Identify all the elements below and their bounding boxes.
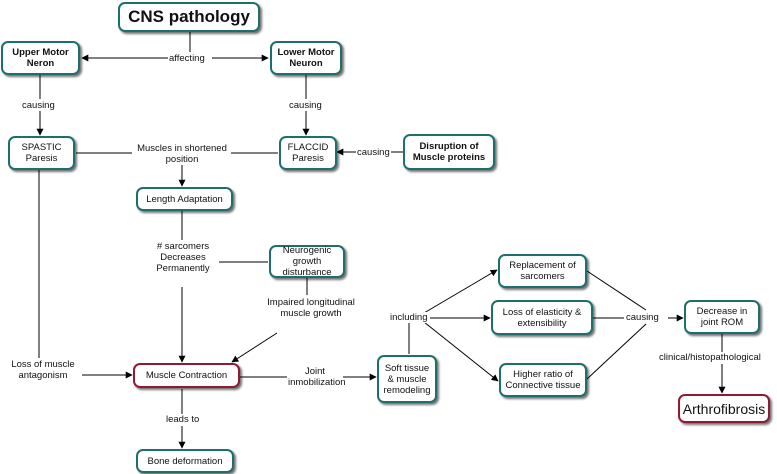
- node-length-adaptation[interactable]: Length Adaptation: [136, 187, 233, 211]
- label-loss-antagonism: Loss of muscle antagonism: [4, 359, 82, 381]
- label-causing-lmn: causing: [288, 100, 323, 111]
- label-sarcomers-decrease: # sarcomers Decreases Permanently: [147, 241, 219, 274]
- node-arthrofibrosis[interactable]: Arthrofibrosis: [678, 394, 770, 423]
- node-neurogenic-growth[interactable]: Neurogenic growth disturbance: [269, 245, 345, 278]
- node-replacement-sarcomers[interactable]: Replacement of sarcomers: [498, 254, 587, 288]
- edge-including-connective: [423, 321, 499, 382]
- label-impaired-growth: Impaired longitudinal muscle growth: [264, 297, 358, 319]
- node-cns-pathology[interactable]: CNS pathology: [118, 2, 260, 32]
- label-including: including: [389, 312, 429, 323]
- edge-impaired-contraction: [231, 332, 278, 363]
- label-clinical-histopathological: clinical/histopathological: [658, 352, 762, 363]
- label-causing-rom: causing: [625, 312, 660, 323]
- edge-replacement-causing: [586, 270, 647, 311]
- label-leads-to: leads to: [165, 414, 201, 425]
- edge-including-replacement: [423, 269, 498, 314]
- edge-connective-causing: [586, 323, 647, 380]
- node-spastic-paresis[interactable]: SPASTIC Paresis: [8, 136, 75, 170]
- node-flaccid-paresis[interactable]: FLACCID Paresis: [279, 136, 337, 170]
- node-lower-motor-neuron[interactable]: Lower Motor Neuron: [270, 41, 342, 75]
- label-muscles-shortened: Muscles in shortened position: [133, 143, 231, 165]
- label-joint-inmobilization: Joint inmobilization: [287, 366, 346, 388]
- label-affecting: affecting: [168, 53, 206, 64]
- node-higher-connective[interactable]: Higher ratio of Connective tissue: [499, 363, 587, 397]
- node-bone-deformation[interactable]: Bone deformation: [136, 449, 234, 473]
- node-soft-tissue-remodeling[interactable]: Soft tissue & muscle remodeling: [377, 355, 437, 403]
- node-decrease-joint-rom[interactable]: Decrease in joint ROM: [684, 300, 760, 334]
- node-disruption-muscle-proteins[interactable]: Disruption of Muscle proteins: [403, 134, 495, 170]
- node-upper-motor-neuron[interactable]: Upper Motor Neron: [1, 41, 80, 75]
- label-causing-disruption: causing: [356, 147, 391, 158]
- label-causing-umn: causing: [21, 100, 56, 111]
- node-muscle-contraction[interactable]: Muscle Contraction: [133, 363, 240, 388]
- node-loss-elasticity[interactable]: Loss of elasticity & extensibility: [491, 300, 593, 335]
